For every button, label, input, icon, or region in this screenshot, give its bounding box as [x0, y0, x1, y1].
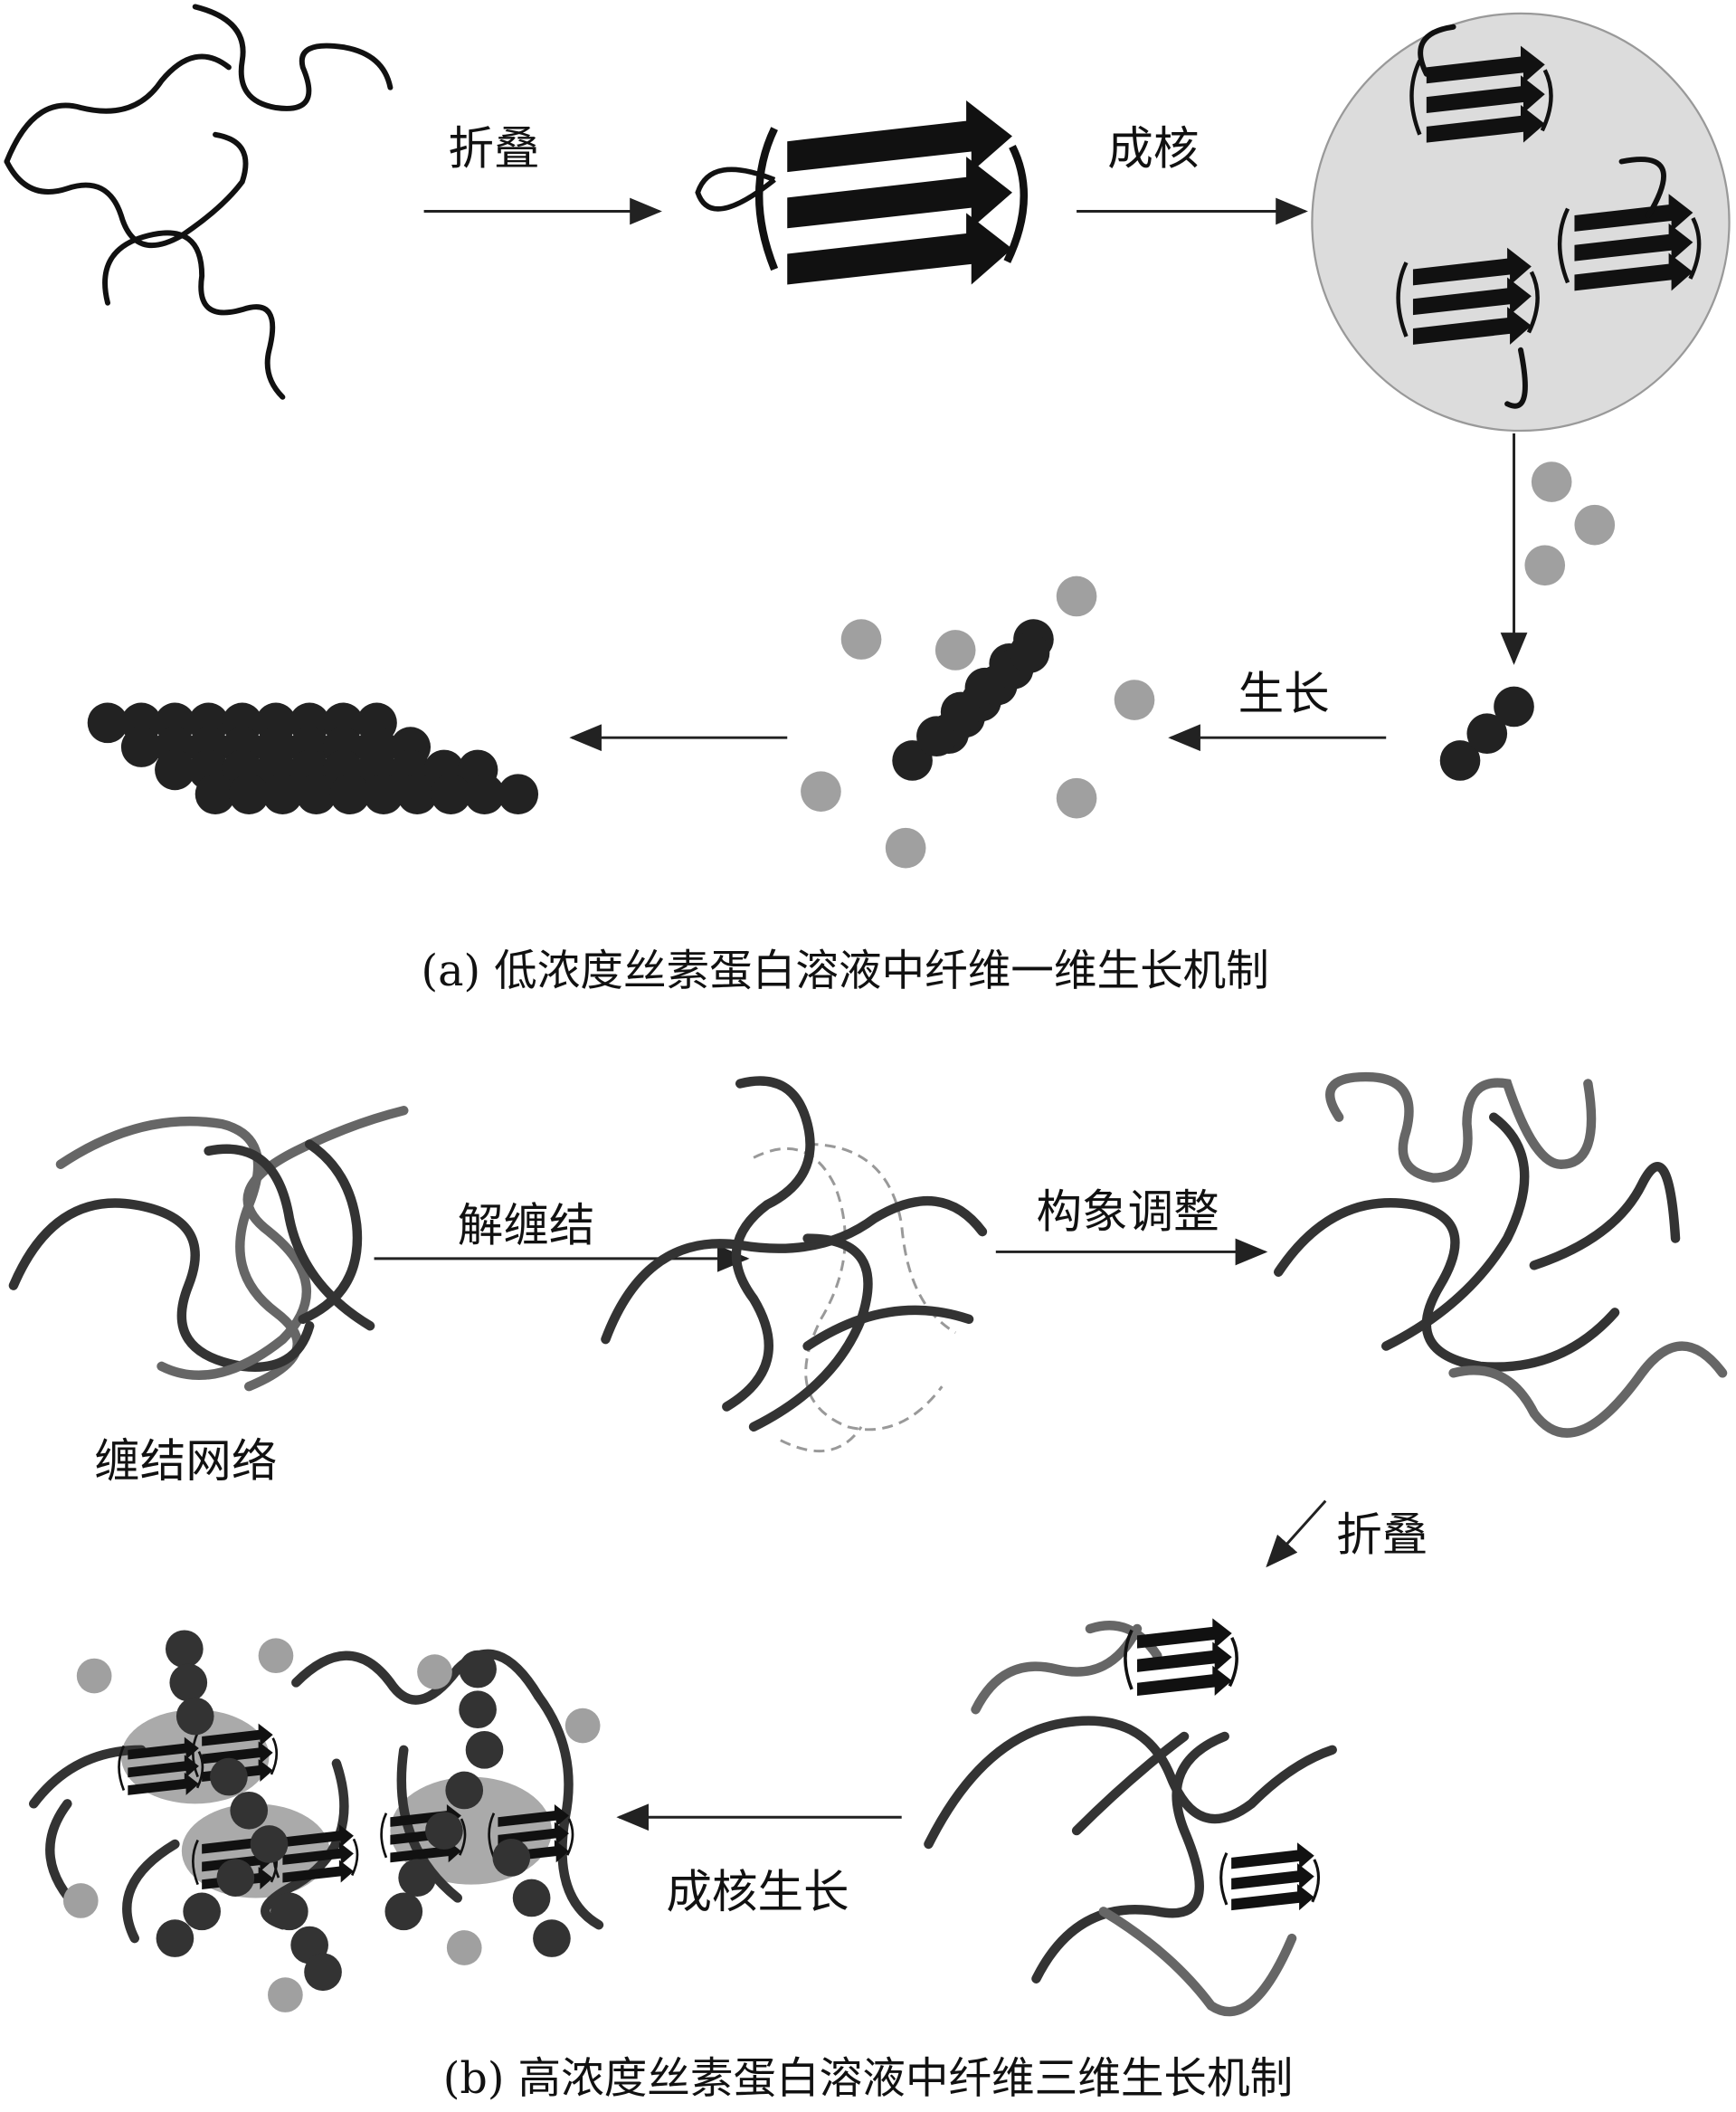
monomer-dot: [885, 827, 926, 869]
fibril-dot: [492, 1839, 531, 1877]
fiber-dot: [464, 774, 505, 814]
label-fold-b: 折叠: [1336, 1508, 1428, 1562]
fibril-dot: [216, 1859, 255, 1897]
adjusted-chains: [1274, 1071, 1728, 1438]
monomer-dot: [268, 1977, 303, 2012]
caption-a: (a) 低浓度丝素蛋白溶液中纤维一维生长机制: [422, 947, 1269, 996]
fiber-dot: [120, 727, 162, 767]
fibril-dot: [425, 1812, 463, 1850]
monomer-dot: [446, 1930, 482, 1965]
monomer-dot: [258, 1638, 294, 1674]
monomer-dot: [840, 619, 882, 660]
fibril-and-monomer-dots-b: [62, 1630, 601, 2012]
monomer-dot: [1524, 545, 1566, 586]
fiber-dot: [155, 749, 195, 791]
label-nucleation: 成核: [1107, 121, 1199, 175]
disentangling-chains: [601, 1076, 988, 1452]
fibril-dot: [183, 1892, 221, 1931]
nucleus-dot: [1494, 686, 1534, 728]
nucleus-circle: [1311, 12, 1731, 433]
nucleus-dot: [1439, 740, 1481, 781]
fiber-dot: [363, 774, 404, 814]
monomer-dot: [1114, 680, 1155, 720]
fibril-dot: [445, 1771, 484, 1810]
monomer-dot: [1574, 504, 1616, 546]
entangled-network: [8, 1106, 409, 1392]
fiber-dot: [262, 774, 303, 814]
fibril-dot: [270, 1892, 308, 1931]
arrow-fold-b: [1266, 1499, 1327, 1568]
fibril-dot: [459, 1650, 497, 1689]
fiber-dot: [396, 774, 438, 814]
monomer-dot: [62, 1883, 99, 1918]
fibril-dot: [533, 1919, 571, 1957]
beta-sheet-structure: [695, 100, 1023, 284]
fibril-dot: [459, 1690, 497, 1729]
monomer-dot: [1056, 777, 1097, 819]
monomer-dot: [76, 1658, 112, 1694]
fibril-dot: [1009, 633, 1050, 673]
monomer-dot: [417, 1654, 452, 1689]
fibril-dot: [304, 1953, 342, 1992]
label-fold: 折叠: [448, 121, 539, 175]
fiber-dot: [329, 774, 371, 814]
label-nucleation-growth: 成核生长: [666, 1865, 849, 1918]
fibril-dot: [384, 1892, 423, 1931]
random-coil-chains: [4, 4, 394, 400]
label-disentangle: 解缠结: [458, 1199, 595, 1252]
fiber-dot: [228, 774, 270, 814]
fiber-dot: [296, 774, 337, 814]
fiber-dot: [431, 774, 471, 814]
fibril-dot: [175, 1697, 214, 1736]
fibril-dot: [465, 1731, 504, 1769]
caption-b: (b) 高浓度丝素蛋白溶液中纤维三维生长机制: [443, 2054, 1293, 2104]
label-conformation: 构象调整: [1036, 1185, 1219, 1239]
fibril-dot: [398, 1859, 436, 1897]
nucleus-dot: [1466, 713, 1508, 755]
fibril-dot: [169, 1663, 208, 1702]
fibril-dot: [156, 1919, 194, 1957]
fibril-dot: [250, 1825, 289, 1863]
monomer-dot: [1056, 576, 1097, 617]
fibril-dot: [210, 1757, 248, 1796]
fibril-dot: [512, 1879, 551, 1917]
monomer-dot: [934, 630, 976, 671]
fiber-dot: [194, 774, 236, 814]
fibril-dot: [165, 1630, 204, 1669]
monomer-dot: [1531, 461, 1572, 502]
label-growth: 生长: [1238, 667, 1330, 720]
fibril-dot: [230, 1791, 269, 1830]
label-network: 缠结网络: [94, 1434, 277, 1488]
folded-chains: [924, 1616, 1337, 2017]
monomer-dot: [801, 771, 841, 813]
monomer-dot: [564, 1708, 601, 1744]
monomer-and-fibril-dots: [87, 461, 1616, 869]
fiber-dot: [87, 702, 128, 744]
fiber-dot: [498, 774, 539, 814]
